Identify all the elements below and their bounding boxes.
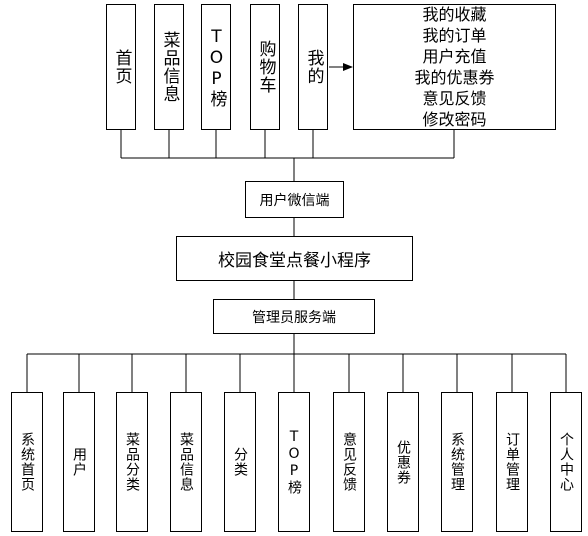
node-user-dish-info: 菜品信息 — [154, 4, 184, 130]
node-user-home: 首页 — [106, 4, 136, 130]
node-label: 菜品信息 — [178, 432, 194, 492]
node-admin-dish-category: 菜品分类 — [116, 392, 148, 532]
submenu-item: 我的订单 — [422, 26, 487, 45]
node-label: 管理员服务端 — [252, 309, 336, 326]
node-label: 个人中心 — [558, 432, 574, 492]
node-admin-personal-center: 个人中心 — [550, 392, 582, 532]
node-label: 分类 — [232, 447, 248, 477]
node-user-cart: 购物车 — [250, 4, 280, 130]
node-label: 首页 — [111, 49, 132, 85]
node-label: 菜品分类 — [124, 432, 140, 492]
node-label: 菜品信息 — [159, 31, 180, 103]
node-label: 用户微信端 — [259, 192, 330, 209]
node-label: 用户 — [71, 447, 87, 477]
node-label: 意见反馈 — [341, 432, 357, 492]
node-admin-top-list: TOP榜 — [278, 392, 310, 532]
node-admin-system-home: 系统首页 — [11, 392, 43, 532]
node-label: 购物车 — [255, 40, 276, 94]
node-root: 校园食堂点餐小程序 — [176, 236, 413, 281]
submenu-item: 意见反馈 — [422, 89, 487, 108]
node-admin-dish-info: 菜品信息 — [170, 392, 202, 532]
node-admin-system-management: 系统管理 — [441, 392, 473, 532]
submenu-item: 我的优惠券 — [414, 68, 495, 87]
node-label: TOP榜 — [286, 429, 302, 495]
node-admin-category: 分类 — [224, 392, 256, 532]
node-label: 系统管理 — [449, 432, 465, 492]
node-admin-order-management: 订单管理 — [496, 392, 528, 532]
node-label: 订单管理 — [504, 432, 520, 492]
node-user-mine: 我的 — [298, 4, 328, 130]
node-label: 优惠券 — [395, 439, 411, 485]
node-admin-client: 管理员服务端 — [213, 299, 375, 334]
node-mine-submenu: 我的收藏 我的订单 用户充值 我的优惠券 意见反馈 修改密码 — [353, 4, 556, 130]
submenu-item: 我的收藏 — [422, 5, 487, 24]
node-admin-coupons: 优惠券 — [387, 392, 419, 532]
submenu-item: 用户充值 — [422, 47, 487, 66]
node-admin-users: 用户 — [63, 392, 95, 532]
node-label: 系统首页 — [19, 432, 35, 492]
submenu-item: 修改密码 — [422, 110, 487, 129]
node-user-top-list: TOP榜 — [201, 4, 231, 130]
node-label: 校园食堂点餐小程序 — [218, 251, 371, 271]
node-label: 我的 — [303, 49, 324, 85]
node-label: TOP榜 — [206, 26, 227, 108]
node-user-client: 用户微信端 — [245, 181, 344, 218]
node-admin-feedback: 意见反馈 — [333, 392, 365, 532]
